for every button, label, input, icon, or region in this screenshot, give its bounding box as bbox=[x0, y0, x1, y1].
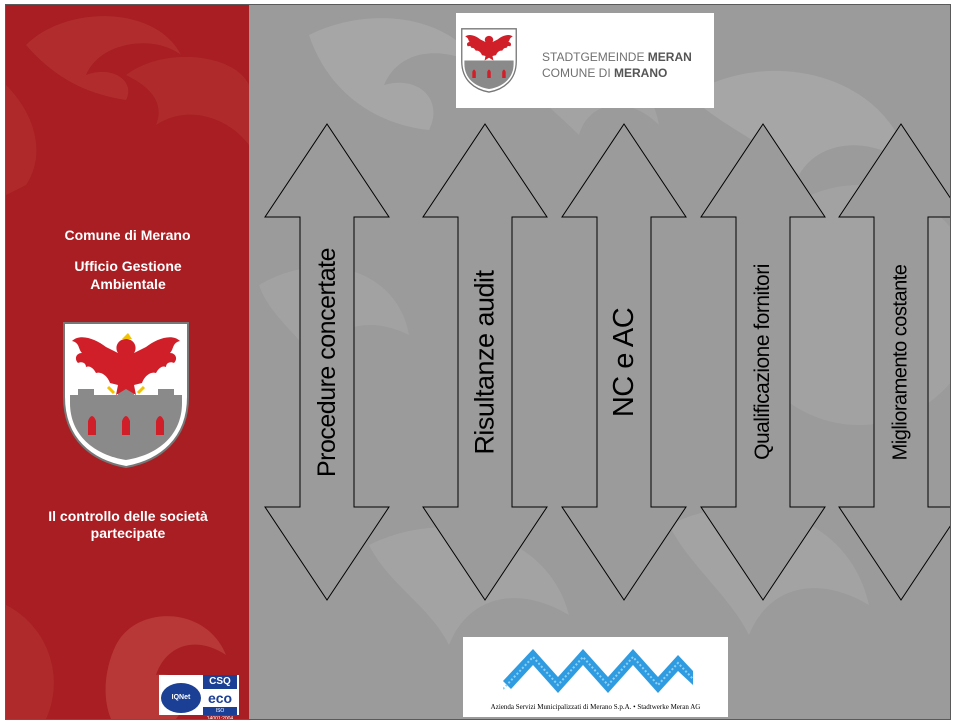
double-arrow-4: Qualificazione fornitori bbox=[700, 123, 826, 601]
iso-standard: ISO 14001:2004 bbox=[203, 707, 237, 719]
subject-text: Il controllo delle società partecipate bbox=[48, 508, 208, 541]
header-logo: STADTGEMEINDE MERAN COMUNE DI MERANO bbox=[456, 13, 714, 108]
header-logo-line1: STADTGEMEINDE MERAN bbox=[542, 50, 692, 64]
footer-logo-caption: Azienda Servizi Municipalizzati di Meran… bbox=[490, 703, 701, 711]
iqnet-logo: IQNet bbox=[161, 683, 201, 713]
eco-mark: eco bbox=[207, 690, 233, 706]
double-arrow-shape bbox=[838, 123, 950, 601]
double-arrow-2: Risultanze audit bbox=[422, 123, 548, 601]
asm-wave-logo bbox=[503, 649, 693, 693]
arrow-label: Miglioramento costante bbox=[889, 264, 912, 460]
arrow-label: Risultanze audit bbox=[469, 269, 500, 455]
office-name: Ufficio Gestione Ambientale bbox=[74, 258, 182, 292]
double-arrow-3: NC e AC bbox=[561, 123, 687, 601]
double-arrow-shape bbox=[264, 123, 390, 601]
csq-mark: CSQ bbox=[203, 675, 237, 689]
header-coat-of-arms-icon bbox=[461, 28, 517, 93]
double-arrow-5: Miglioramento costante bbox=[838, 123, 950, 601]
header-logo-line2: COMUNE DI MERANO bbox=[542, 66, 668, 80]
footer-logo: Azienda Servizi Municipalizzati di Meran… bbox=[463, 637, 728, 717]
double-arrow-shape bbox=[700, 123, 826, 601]
certification-badge: IQNet CSQ eco ISO 14001:2004 bbox=[159, 675, 239, 719]
sidebar-ornament bbox=[6, 16, 249, 719]
arrow-label: Procedure concertate bbox=[312, 247, 341, 477]
org-name: Comune di Merano bbox=[64, 227, 191, 243]
arrow-label: NC e AC bbox=[607, 307, 640, 417]
double-arrow-shape bbox=[422, 123, 548, 601]
main-area: STADTGEMEINDE MERAN COMUNE DI MERANO Pro… bbox=[249, 5, 950, 719]
sidebar: Comune di Merano Ufficio Gestione Ambien… bbox=[6, 5, 249, 719]
coat-of-arms-image bbox=[63, 322, 189, 469]
slide: Comune di Merano Ufficio Gestione Ambien… bbox=[5, 4, 951, 720]
double-arrow-shape bbox=[561, 123, 687, 601]
arrow-label: Qualificazione fornitori bbox=[750, 264, 774, 460]
double-arrow-1: Procedure concertate bbox=[264, 123, 390, 601]
